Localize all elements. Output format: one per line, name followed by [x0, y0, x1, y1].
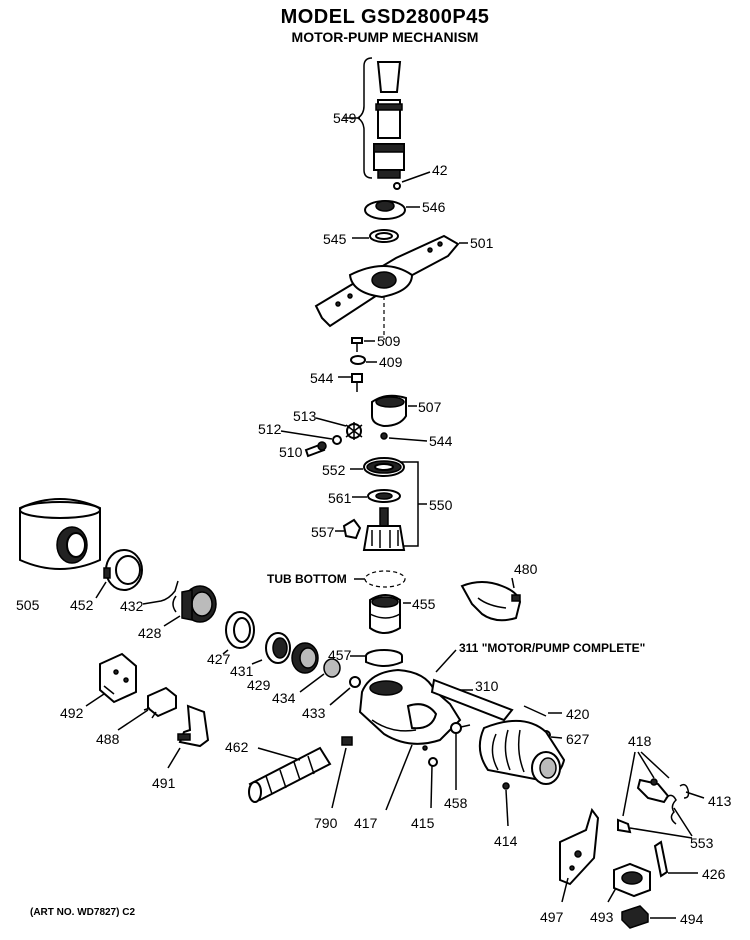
part-501-spray-arm — [314, 234, 460, 328]
part-497-label: 497 — [540, 909, 564, 925]
part-42-label: 42 — [432, 162, 448, 178]
part-507-housing — [371, 394, 407, 428]
part-494-label: 494 — [680, 911, 704, 927]
pump-body — [358, 668, 514, 751]
part-415-label: 415 — [411, 815, 435, 831]
part-790-label: 790 — [314, 815, 338, 831]
part-409-washer — [350, 355, 366, 365]
part-491-bracket — [177, 704, 210, 748]
part-544-label-upper: 544 — [310, 370, 334, 386]
part-491-label: 491 — [152, 775, 176, 791]
part-790-spring — [341, 736, 353, 746]
part-413-spring — [679, 783, 690, 799]
part-553-label: 553 — [690, 835, 714, 851]
part-505-inlet-housing — [19, 498, 101, 570]
part-494-block — [621, 905, 649, 929]
part-509-screw — [351, 337, 363, 352]
motor-assembly — [478, 719, 566, 790]
part-513-label: 513 — [293, 408, 317, 424]
part-492-label: 492 — [60, 705, 84, 721]
part-409-label: 409 — [379, 354, 403, 370]
part-510-label: 510 — [279, 444, 303, 460]
part-310-label: 310 — [475, 678, 499, 694]
part-434-label: 434 — [272, 690, 296, 706]
part-415-screw — [428, 757, 438, 767]
part-457-clamp — [365, 649, 403, 667]
part-414-label: 414 — [494, 833, 518, 849]
part-427-label: 427 — [207, 651, 231, 667]
model-title: MODEL GSD2800P45 — [280, 6, 490, 28]
part-480-label: 480 — [514, 561, 538, 577]
part-42-screw — [393, 182, 401, 190]
part-417-label: 417 — [354, 815, 378, 831]
motor-pump-complete-label: 311 "MOTOR/PUMP COMPLETE" — [459, 641, 645, 655]
part-429-disc — [291, 642, 319, 674]
part-510-bolt — [304, 441, 327, 458]
tub-bottom-opening — [364, 570, 406, 588]
part-545-label: 545 — [323, 231, 347, 247]
part-544-label-lower: 544 — [429, 433, 453, 449]
part-420-rod — [523, 705, 547, 717]
part-488-label: 488 — [96, 731, 120, 747]
part-431-label: 431 — [230, 663, 254, 679]
part-546-label: 546 — [422, 199, 446, 215]
part-557-label: 557 — [311, 524, 335, 540]
part-550-label: 550 — [429, 497, 453, 513]
part-552-label: 552 — [322, 462, 346, 478]
spray-tube-assembly — [343, 57, 405, 179]
part-509-label: 509 — [377, 333, 401, 349]
part-557-clip — [342, 518, 362, 540]
part-561-label: 561 — [328, 490, 352, 506]
part-426-pin — [653, 840, 669, 878]
part-452-label: 452 — [70, 597, 94, 613]
part-493-clamp — [613, 862, 651, 898]
part-458-label: 458 — [444, 795, 468, 811]
part-512-label: 512 — [258, 421, 282, 437]
part-434-seal — [323, 658, 341, 678]
part-497-mount — [559, 807, 600, 886]
part-552-gear-ring — [363, 457, 405, 477]
part-432-label: 432 — [120, 598, 144, 614]
part-433-washer — [349, 676, 361, 688]
part-488-relay — [143, 686, 177, 719]
part-493-label: 493 — [590, 909, 614, 925]
part-549-label: 549 — [333, 110, 357, 126]
part-418-label: 418 — [628, 733, 652, 749]
part-433-label: 433 — [302, 705, 326, 721]
part-480-elbow — [460, 581, 522, 622]
part-501-label: 501 — [470, 235, 494, 251]
part-513-impeller — [345, 422, 363, 440]
part-546-cap — [364, 200, 406, 220]
part-544-nut — [351, 373, 363, 392]
part-418-bracket — [617, 778, 670, 834]
part-452-clamp — [103, 549, 143, 591]
art-number: (ART NO. WD7827) C2 — [30, 907, 136, 918]
part-455-sump — [369, 594, 401, 634]
part-427-ring — [225, 611, 255, 649]
part-458-screw — [450, 722, 462, 734]
part-512-washer — [332, 435, 342, 445]
part-462-label: 462 — [225, 739, 249, 755]
part-544-lower-nut — [380, 432, 388, 440]
diagram-header: MODEL GSD2800P45 MOTOR-PUMP MECHANISM — [0, 6, 750, 46]
part-413-label: 413 — [708, 793, 732, 809]
part-553-spring — [665, 794, 677, 825]
part-428-fan — [172, 585, 217, 623]
tub-bottom-label: TUB BOTTOM — [267, 572, 347, 586]
part-455-label: 455 — [412, 596, 436, 612]
part-507-label: 507 — [418, 399, 442, 415]
part-426-label: 426 — [702, 866, 726, 882]
pump-impeller-housing — [362, 507, 406, 551]
diagram-subtitle: MOTOR-PUMP MECHANISM — [291, 29, 479, 45]
part-420-label: 420 — [566, 706, 590, 722]
part-429-label: 429 — [247, 677, 271, 693]
part-505-label: 505 — [16, 597, 40, 613]
part-627-label: 627 — [566, 731, 590, 747]
part-431-ring — [265, 632, 291, 664]
part-492-switch — [99, 652, 137, 704]
part-428-label: 428 — [138, 625, 162, 641]
part-462-auger — [248, 746, 332, 803]
